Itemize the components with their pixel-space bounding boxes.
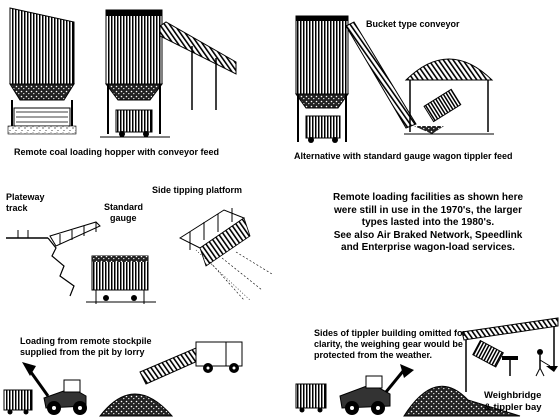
caption-standard-gauge-2: gauge (110, 213, 137, 223)
caption-tippler-omitted-1: Sides of tippler building omitted for (314, 328, 466, 338)
bucket-conveyor-tippler-illustration (295, 15, 494, 143)
note-line-2: were still in use in the 1970's, the lar… (333, 204, 522, 216)
plateway-tipping-illustration (6, 208, 273, 304)
note-line-4: See also Air Braked Network, Speedlink (333, 229, 523, 241)
hopper-conveyor-illustration (7, 7, 237, 138)
caption-weighbridge-2: & tippler bay (484, 402, 542, 413)
caption-weighbridge-1: Weighbridge (484, 390, 541, 401)
caption-standard-gauge-1: Standard (104, 202, 143, 212)
caption-stockpile-2: supplied from the pit by lorry (20, 347, 145, 357)
historical-note: Remote loading facilities as shown here … (300, 192, 556, 255)
caption-plateway-2: track (6, 203, 29, 213)
caption-tippler-omitted-2: clarity, the weighing gear would be (314, 339, 463, 349)
weighbridge-tippler-illustration (295, 317, 559, 417)
caption-wagon-tippler: Alternative with standard gauge wagon ti… (294, 151, 513, 161)
note-line-1: Remote loading facilities as shown here (332, 192, 524, 203)
caption-stockpile-1: Loading from remote stockpile (20, 336, 152, 346)
note-line-3: types lasted into the 1980's. (361, 217, 495, 228)
caption-side-tipping: Side tipping platform (152, 185, 242, 195)
note-line-5: and Enterprise wagon-load services. (341, 242, 515, 253)
caption-tippler-omitted-3: protected from the weather. (314, 350, 432, 360)
caption-remote-hopper: Remote coal loading hopper with conveyor… (14, 147, 219, 157)
stockpile-lorry-illustration (3, 341, 243, 417)
caption-plateway-1: Plateway (6, 192, 45, 202)
caption-bucket-conveyor: Bucket type conveyor (366, 19, 460, 29)
